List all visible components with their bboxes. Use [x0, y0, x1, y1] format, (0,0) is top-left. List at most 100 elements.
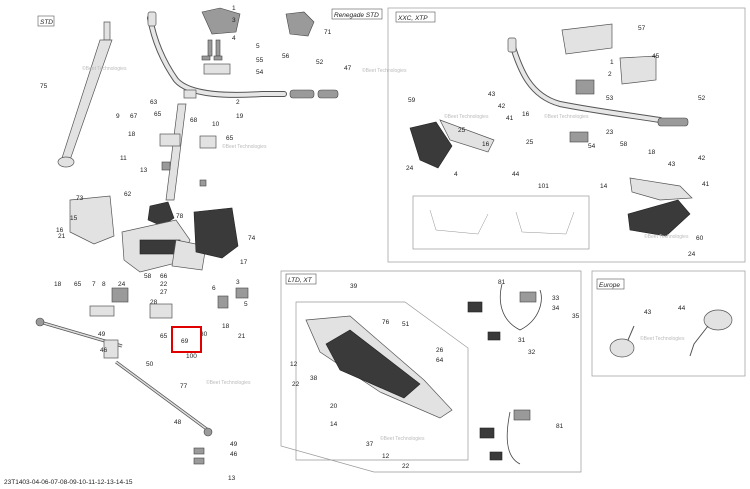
- callout-label: 13: [140, 167, 148, 174]
- callout-label: 75: [40, 83, 48, 90]
- callout-label: 22: [292, 381, 300, 388]
- mirror-43: [609, 325, 635, 358]
- pad-57: [561, 23, 613, 55]
- callout-label: 24: [688, 251, 696, 258]
- frame-inset-101: [412, 195, 590, 250]
- callout-label: 24: [406, 165, 414, 172]
- section-tag-std: STD: [40, 19, 53, 26]
- callout-label: 45: [652, 53, 660, 60]
- watermark: ©Beet Technologies: [362, 67, 407, 74]
- callout-label: 100: [186, 353, 197, 360]
- steering-shaft-std: [57, 21, 113, 168]
- callout-label: 43: [644, 309, 652, 316]
- callout-label: 4: [454, 171, 458, 178]
- callout-label: 43: [488, 91, 496, 98]
- callout-label: 16: [522, 111, 530, 118]
- callout-label: 73: [76, 195, 84, 202]
- callout-label: 35: [572, 313, 580, 320]
- callout-label: 31: [518, 337, 526, 344]
- callout-label: 37: [366, 441, 374, 448]
- callout-label: 10: [212, 121, 220, 128]
- watermark: ©Beet Technologies: [544, 113, 589, 120]
- callout-label: 39: [350, 283, 358, 290]
- callout-label: 18: [222, 323, 230, 330]
- steering-column: [159, 89, 217, 201]
- watermark: ©Beet Technologies: [640, 335, 685, 342]
- callout-label: 64: [436, 357, 444, 364]
- callout-label: 38: [310, 375, 318, 382]
- mounting-bracket: [69, 195, 115, 245]
- callout-label: 68: [190, 117, 198, 124]
- callout-label: 22: [160, 281, 168, 288]
- callout-label: 65: [154, 111, 162, 118]
- callout-label: 77: [180, 383, 188, 390]
- callout-label: 9: [116, 113, 120, 120]
- callout-label: 6: [212, 285, 216, 292]
- callout-label: 58: [620, 141, 628, 148]
- callout-label: 32: [528, 349, 536, 356]
- callout-label: 3: [236, 279, 240, 286]
- handguard-60: [627, 199, 691, 237]
- callout-label: 24: [118, 281, 126, 288]
- callout-label: 50: [146, 361, 154, 368]
- highlight-label: 69: [181, 338, 189, 345]
- callout-label: 16: [482, 141, 490, 148]
- callout-label: 33: [552, 295, 560, 302]
- callout-label: 3: [232, 17, 236, 24]
- callout-label: 25: [458, 127, 466, 134]
- callout-label: 30: [200, 331, 208, 338]
- callout-label: 16: [56, 227, 64, 234]
- lower-linkage: [89, 287, 249, 319]
- callout-label: 4: [232, 35, 236, 42]
- riser-block: [575, 79, 595, 95]
- handguard-59: [409, 121, 453, 169]
- callout-label: 22: [402, 463, 410, 470]
- callout-label: 78: [176, 213, 184, 220]
- diagram-code: 23T1403-04-06-07-08-09-10-11-12-13-14-15: [4, 479, 133, 486]
- callout-label: 65: [74, 281, 82, 288]
- callout-label: 67: [130, 113, 138, 120]
- callout-label: 54: [588, 143, 596, 150]
- callout-label: 49: [230, 441, 238, 448]
- callout-label: 18: [54, 281, 62, 288]
- inset-101-parts: [429, 209, 575, 235]
- heated-grip-harness: [467, 283, 542, 465]
- mirror-44: [689, 309, 733, 357]
- callout-label: 81: [556, 423, 564, 430]
- callout-label: 11: [120, 155, 127, 162]
- section-tag-ltd-xt: LTD, XT: [288, 277, 313, 284]
- callout-label: 43: [668, 161, 676, 168]
- callout-label: 13: [228, 475, 236, 482]
- callout-label: 18: [128, 131, 136, 138]
- callout-label: 58: [144, 273, 152, 280]
- callout-label: 27: [160, 289, 168, 296]
- callout-label: 2: [236, 99, 240, 106]
- section-tag-europe: Europe: [599, 282, 620, 289]
- watermark: ©Beet Technologies: [380, 435, 425, 442]
- callout-label: 7: [92, 281, 96, 288]
- callout-label: 26: [436, 347, 444, 354]
- callout-label: 53: [606, 95, 614, 102]
- frame-xxc-xtp: [387, 7, 746, 263]
- callout-label: 42: [698, 155, 706, 162]
- callout-label: 20: [330, 403, 338, 410]
- callout-label: 23: [606, 129, 614, 136]
- watermark: ©Beet Technologies: [222, 143, 267, 150]
- callout-label: 46: [100, 347, 108, 354]
- callout-label: 19: [236, 113, 244, 120]
- gearbox-cover: [193, 207, 239, 259]
- callout-label: 63: [150, 99, 158, 106]
- callout-label: 14: [330, 421, 338, 428]
- section-tag-xxc-xtp: XXC, XTP: [397, 15, 428, 22]
- callout-label: 34: [552, 305, 560, 312]
- handlebar-grips-std: [289, 89, 339, 99]
- watermark: ©Beet Technologies: [444, 113, 489, 120]
- callout-label: 52: [698, 95, 706, 102]
- callout-label: 51: [402, 321, 410, 328]
- callout-label: 25: [526, 139, 534, 146]
- callout-label: 44: [512, 171, 520, 178]
- callout-label: 59: [408, 97, 416, 104]
- callout-label: 56: [282, 53, 290, 60]
- callout-label: 17: [240, 259, 248, 266]
